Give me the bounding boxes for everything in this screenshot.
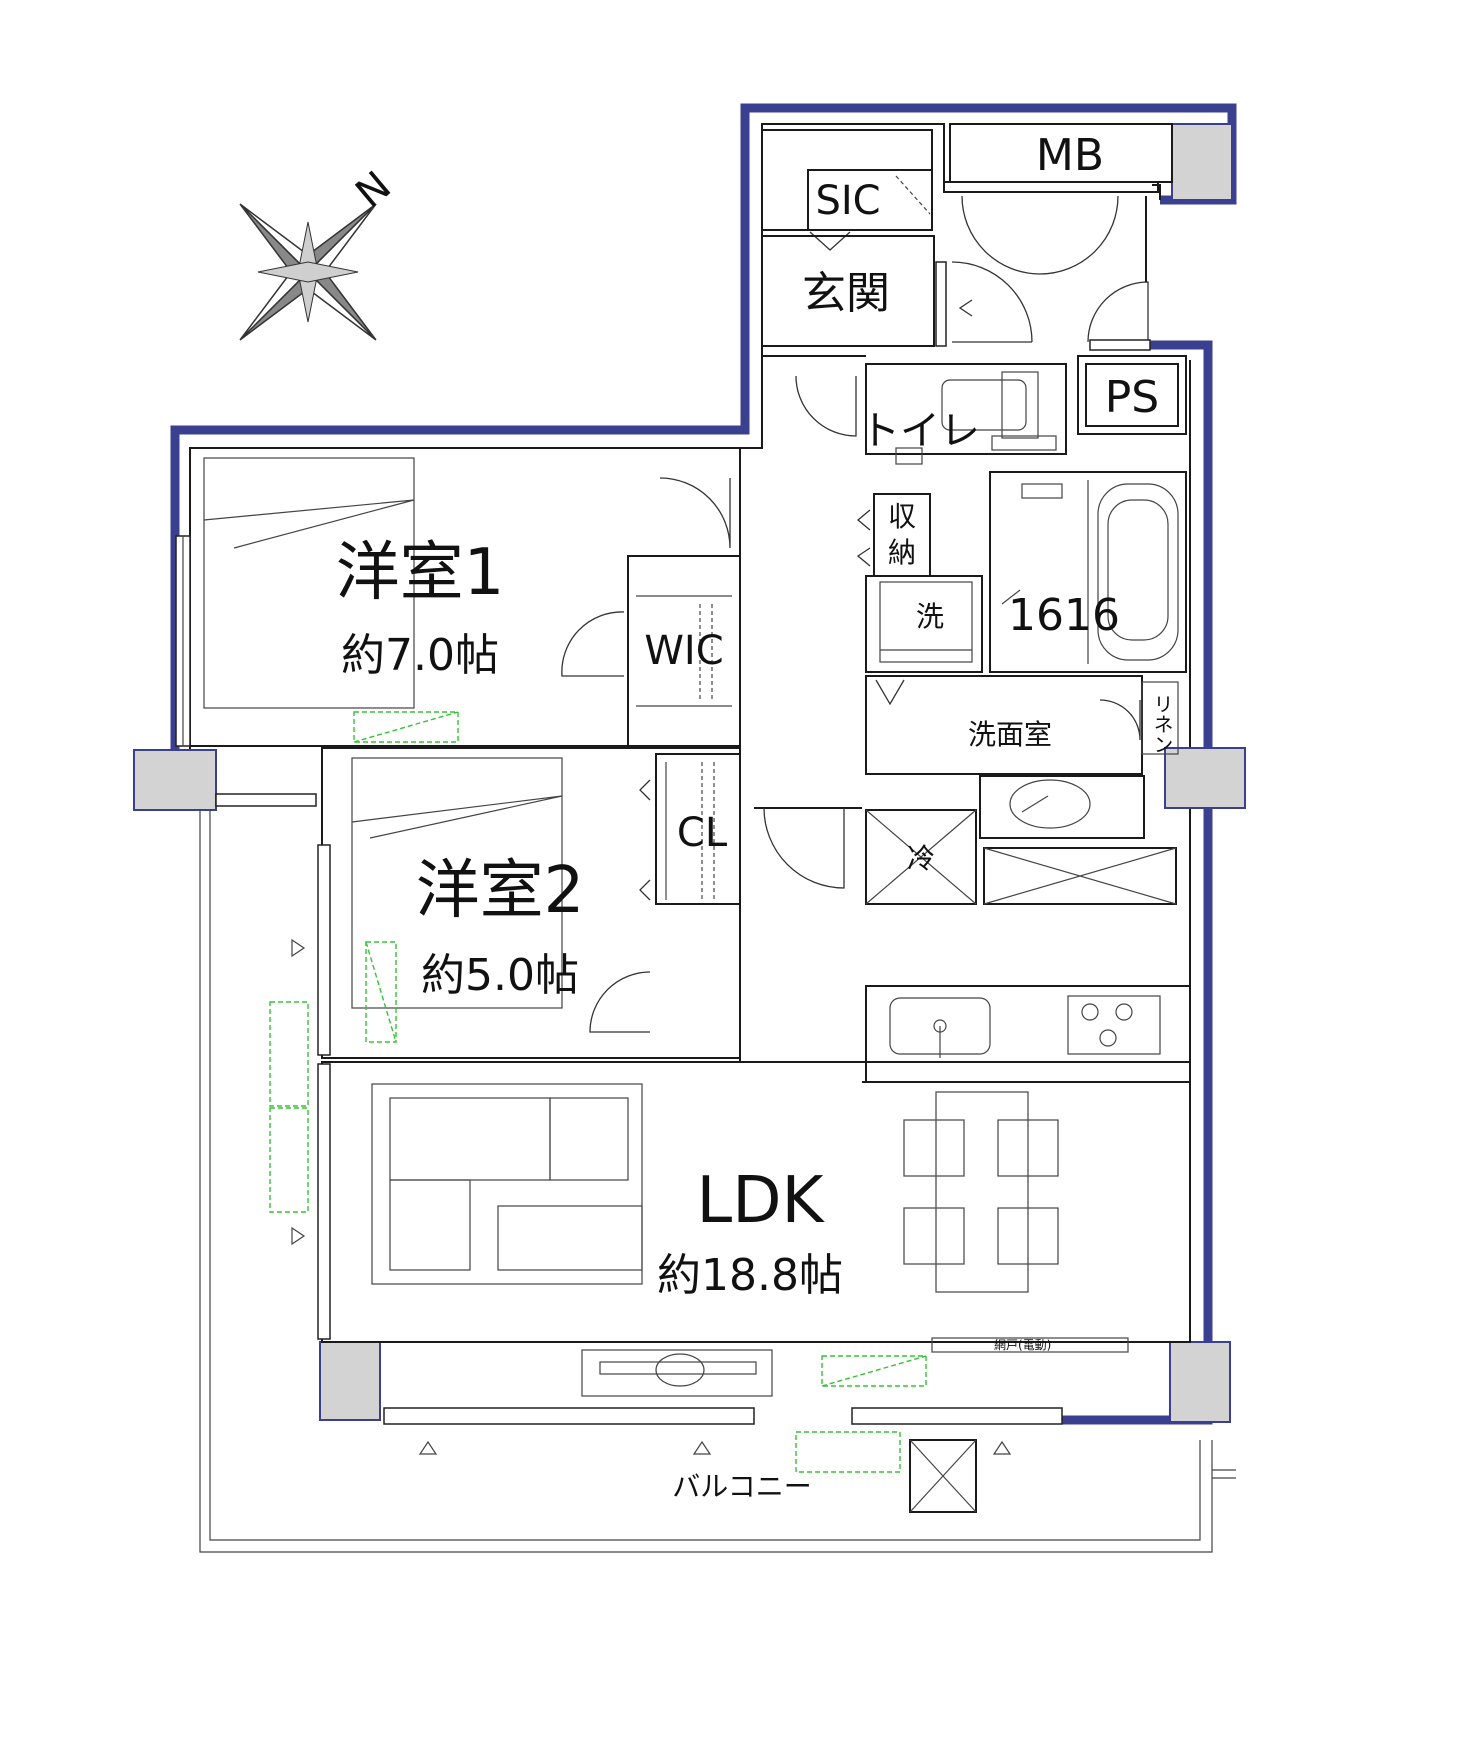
back-counter (983, 847, 1177, 905)
pillar (1169, 1341, 1231, 1423)
vanity (979, 775, 1145, 839)
coffee-table (497, 1205, 643, 1271)
wic-label: WIC (644, 628, 723, 674)
storage-label-bottom: 納 (888, 536, 916, 569)
room-1-size: 約7.0帖 (341, 630, 499, 681)
compass-north-label: N (347, 163, 399, 217)
exterior-wall (170, 103, 1237, 780)
genkan-floor (761, 235, 935, 347)
stove-icon (1067, 995, 1161, 1055)
toilet-label: トイレ (860, 408, 980, 454)
ldk-size: 約18.8帖 (657, 1250, 843, 1301)
washroom: リネン 洗面室 (865, 675, 1179, 839)
dining-table (935, 1091, 1029, 1293)
room-2-size: 約5.0帖 (421, 950, 579, 1001)
pillar (319, 1341, 381, 1421)
pillar (133, 749, 217, 811)
sic-label: SIC (815, 178, 880, 224)
ldk-name: LDK (697, 1164, 826, 1238)
kitchen: 冷 (865, 809, 1191, 1083)
compass-rose-icon (239, 203, 377, 341)
washroom-label: 洗面室 (968, 718, 1052, 751)
balcony-label: バルコニー (672, 1470, 811, 1503)
genkan-label: 玄関 (802, 268, 890, 319)
kitchen-counter (865, 985, 1191, 1083)
mb-label: MB (1036, 130, 1104, 181)
room-2-name: 洋室2 (416, 854, 585, 928)
fridge-space (865, 809, 977, 905)
cl-label: CL (677, 810, 728, 856)
walk-in-closet (627, 555, 741, 747)
pipe-space (1077, 355, 1187, 435)
toilet-bowl-icon (941, 379, 1027, 431)
electric-screen (931, 1337, 1129, 1353)
bed (351, 757, 563, 1009)
sofa (371, 1083, 643, 1285)
linen-closet (1141, 681, 1179, 755)
pillar (1164, 747, 1246, 809)
room-2: 洋室2 約5.0帖 CL (317, 747, 741, 1059)
linen-label: リネン (1150, 694, 1174, 754)
balcony-rail (199, 810, 1213, 1553)
ldk: 網戸(電動) LDK 約18.8帖 (317, 1057, 1191, 1425)
ps-label: PS (1105, 372, 1159, 423)
washer-label: 洗 (916, 600, 944, 633)
room-1: 洋室1 約7.0帖 WIC (175, 447, 741, 747)
bathtub-icon (1097, 483, 1179, 661)
corridor (754, 355, 866, 889)
bed (203, 457, 415, 709)
tv-board (581, 1349, 773, 1397)
bathroom: 1616 (989, 471, 1187, 673)
balcony-door-frame (215, 793, 317, 807)
bath-size-label: 1616 (1008, 590, 1120, 641)
entrance: SIC 玄関 MB (761, 129, 1151, 351)
storage-label-top: 収 (888, 500, 916, 533)
fridge-label: 冷 (907, 842, 935, 875)
storage: 収 納 (856, 493, 931, 577)
screen-label: 網戸(電動) (994, 1338, 1051, 1352)
room-1-name: 洋室1 (336, 536, 505, 610)
balcony: バルコニー (269, 938, 1012, 1513)
ac-outdoor-unit (909, 1439, 977, 1513)
washer-space: 洗 (865, 575, 983, 673)
toilet: トイレ (860, 363, 1067, 465)
shoe-closet (807, 169, 933, 231)
basin-icon (1009, 779, 1091, 829)
closet (655, 753, 741, 905)
pillar (1171, 123, 1233, 201)
